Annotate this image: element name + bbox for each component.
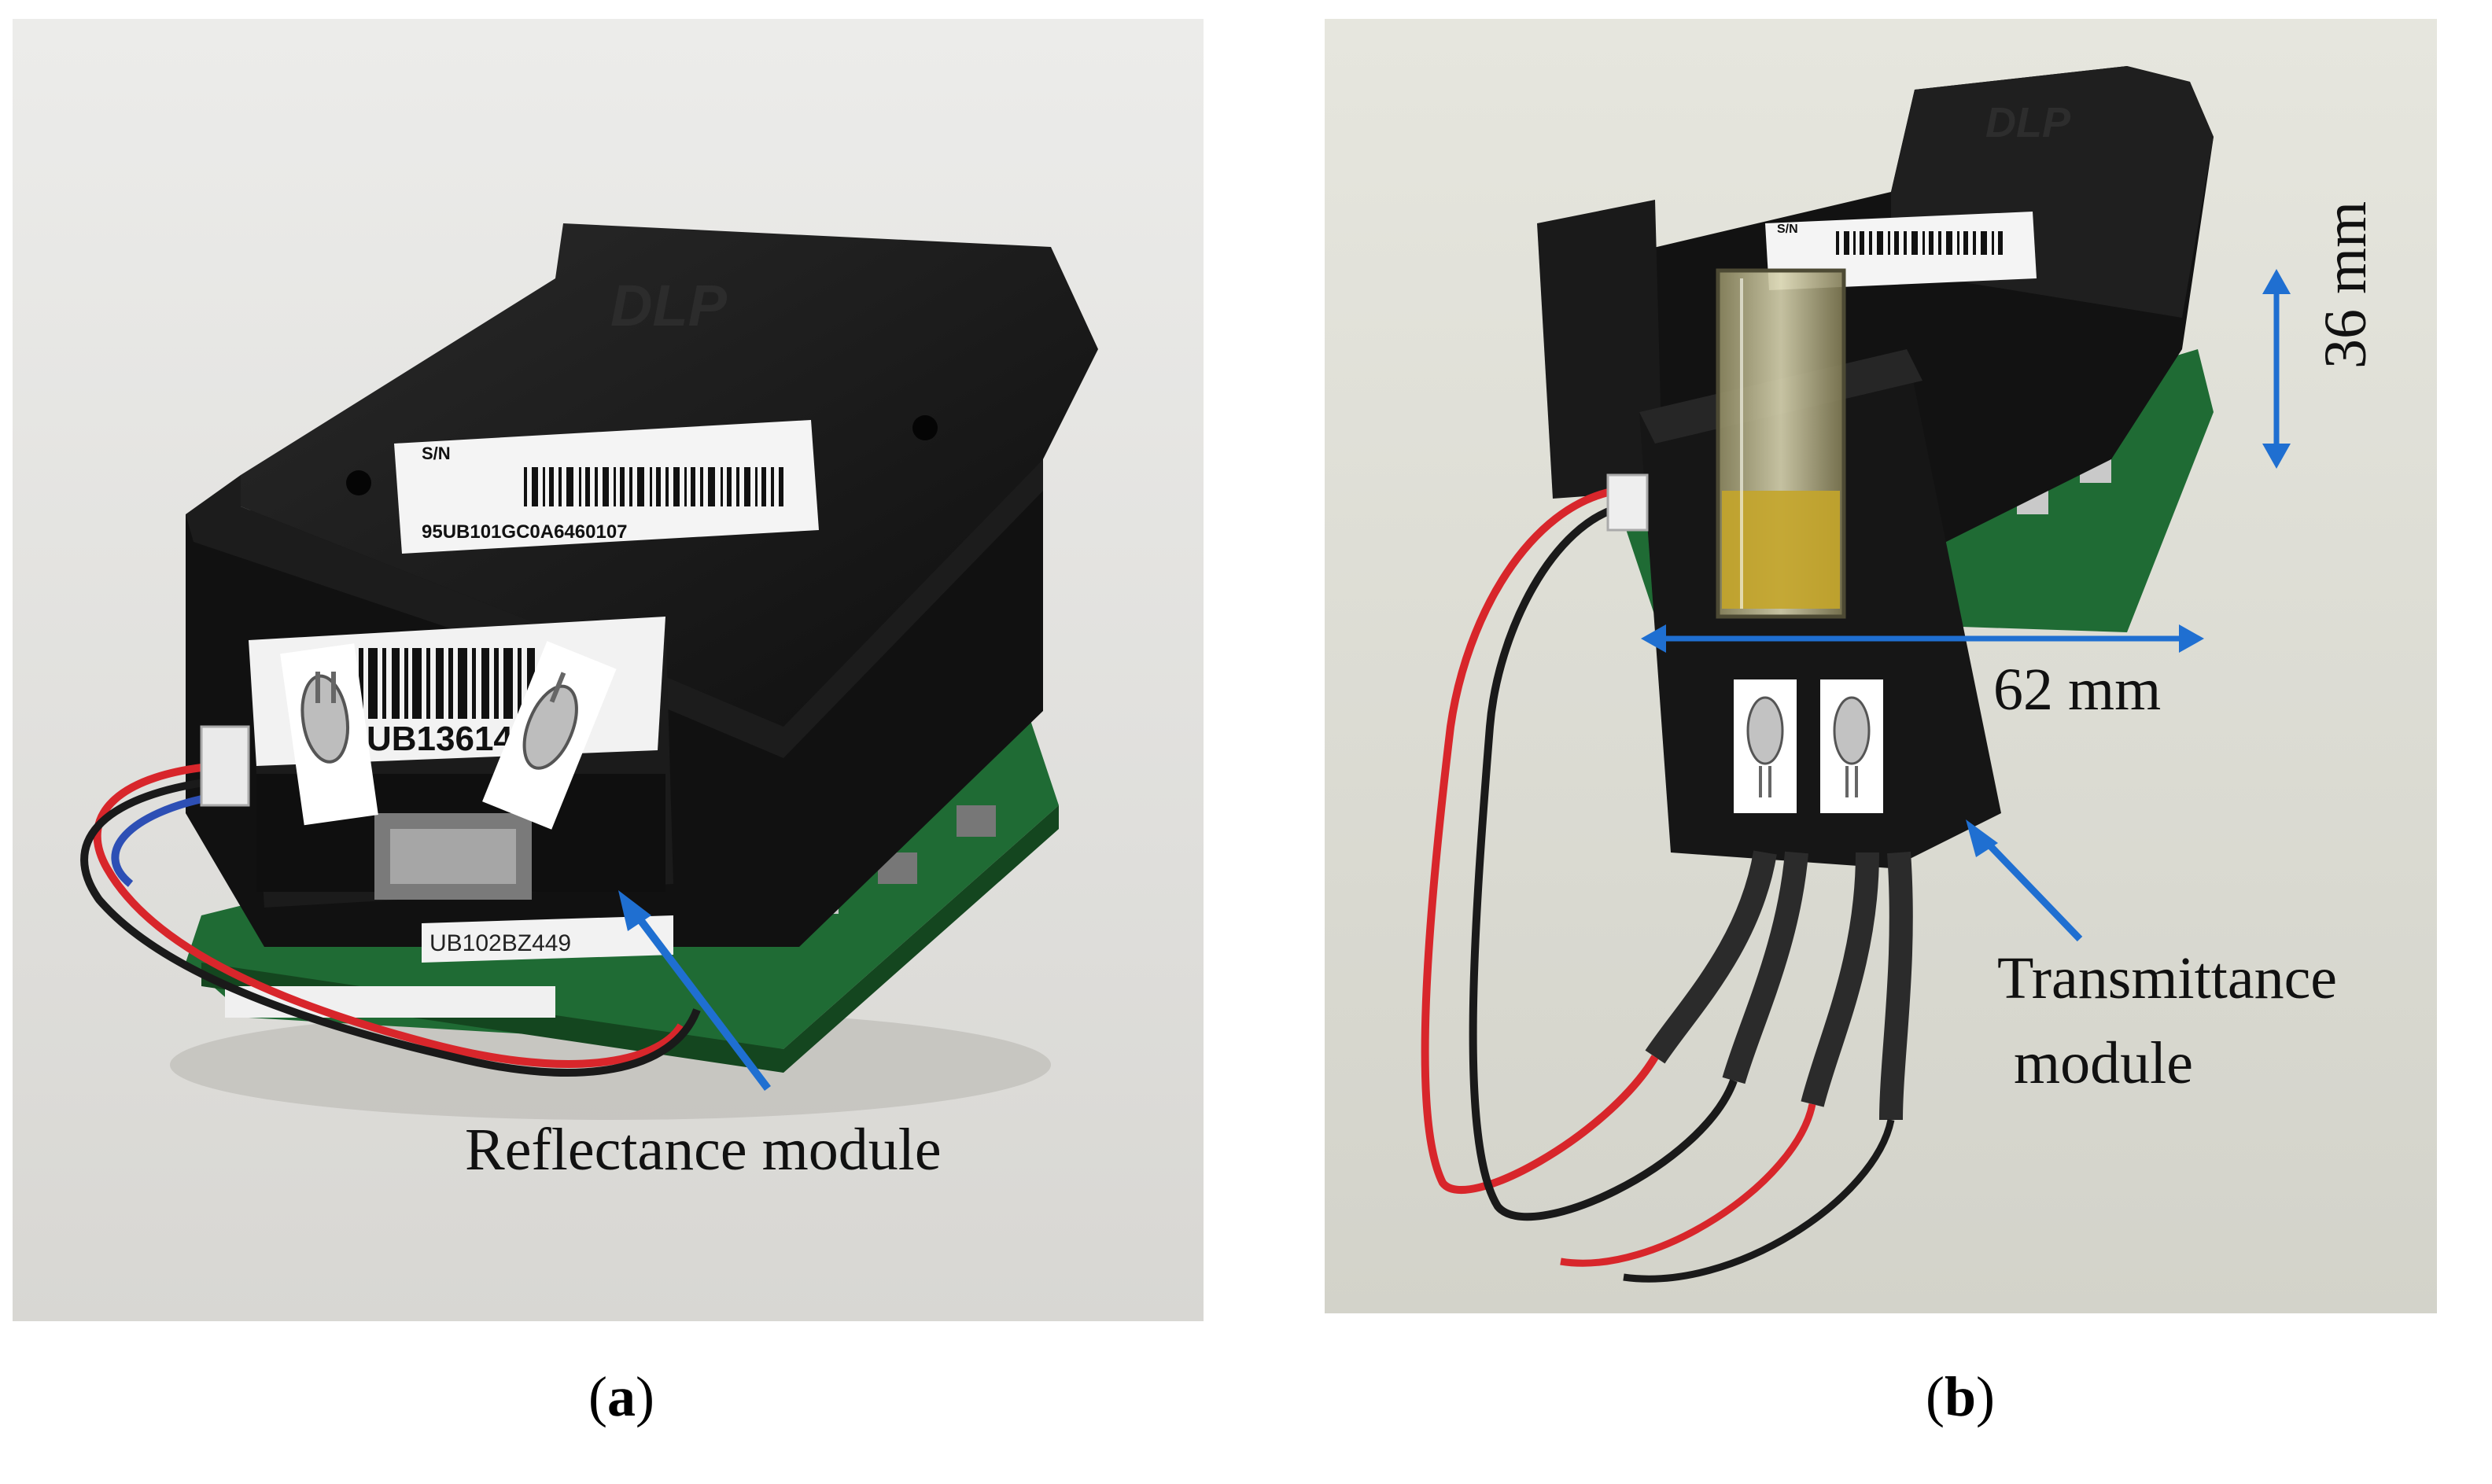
- serial-number: 95UB101GC0A6460107: [422, 521, 628, 543]
- black-wire: [80, 778, 701, 1077]
- sn-label: S/N: [422, 444, 451, 463]
- lamp-sticker-right: [482, 641, 617, 830]
- device-photo-b: DLP S/N: [1325, 19, 2437, 1313]
- red-wire-b: [1421, 487, 1659, 1195]
- transmittance-label-line2: module: [2014, 1030, 2193, 1096]
- photo-panel-a: DLP S/N 95UB101GC0A6460107: [13, 19, 1204, 1321]
- caption-b: (b): [1926, 1365, 1996, 1428]
- arrow-reflectance: [631, 908, 771, 1092]
- cable-tube-1: [1645, 850, 1777, 1064]
- lamp-sticker-left-b: [1734, 679, 1797, 813]
- dimension-width-label: 62 mm: [1993, 657, 2162, 723]
- cuvette: [1716, 268, 1846, 619]
- arrow-transmittance: [1978, 834, 2083, 942]
- caption-a: (a): [588, 1365, 654, 1428]
- transmittance-label-line1: Transmittance: [1997, 945, 2338, 1011]
- lamp-sticker-left: [280, 643, 378, 826]
- dimension-height-label: 36 mm: [2313, 201, 2379, 369]
- caption-a-letter: a: [606, 1365, 636, 1428]
- red-wire: [93, 762, 685, 1068]
- board-serial: UB102BZ449: [429, 930, 571, 956]
- front-serial: UB13614: [367, 720, 513, 758]
- black-wire-b: [1469, 503, 1738, 1221]
- photo-panel-b: DLP S/N: [1325, 19, 2437, 1313]
- brand-text: DLP: [610, 273, 728, 338]
- lamp-sticker-right-b: [1820, 679, 1883, 813]
- reflectance-module-label: Reflectance module: [465, 1117, 942, 1183]
- sn-label-b: S/N: [1777, 223, 1798, 236]
- device-photo-a: DLP S/N 95UB101GC0A6460107: [13, 19, 1204, 1321]
- caption-b-letter: b: [1944, 1365, 1977, 1428]
- brand-text-b: DLP: [1985, 99, 2071, 146]
